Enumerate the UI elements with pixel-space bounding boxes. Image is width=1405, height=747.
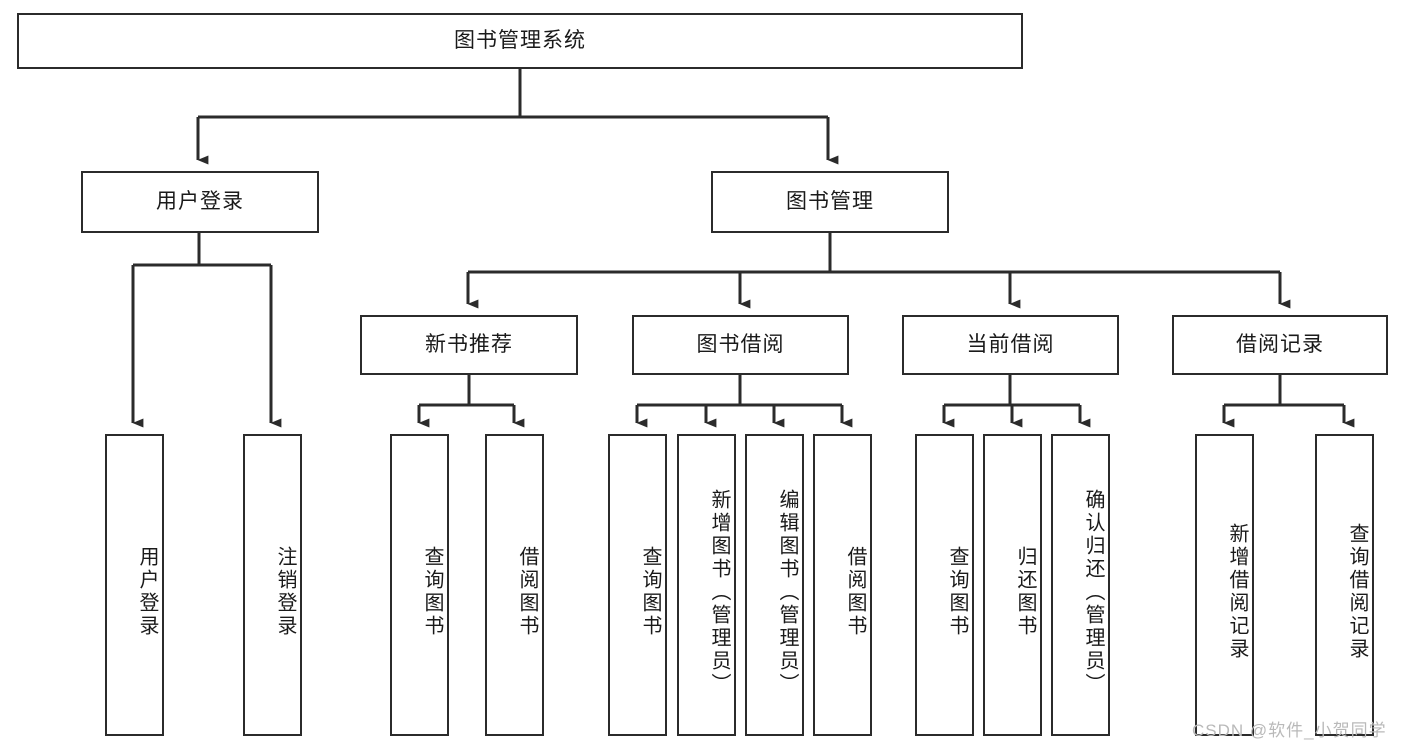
node-leaf-borrow-book-2-label: 借阅图书: [844, 546, 866, 638]
node-leaf-edit-book-admin-label: 编辑图书（管理员）: [776, 488, 798, 696]
node-book-manage-label: 图书管理: [786, 190, 874, 214]
node-leaf-logout-login-label: 注销登录: [274, 546, 296, 638]
node-new-book-recommend[interactable]: 新书推荐: [360, 315, 578, 375]
node-leaf-return-book-label: 归还图书: [1014, 546, 1036, 638]
node-user-login-label: 用户登录: [156, 190, 244, 214]
node-current-borrow[interactable]: 当前借阅: [902, 315, 1119, 375]
node-leaf-add-book-admin-label: 新增图书（管理员）: [708, 488, 730, 696]
node-root-label: 图书管理系统: [454, 29, 586, 53]
node-leaf-query-book-1-label: 查询图书: [421, 546, 443, 638]
node-leaf-user-login[interactable]: 用户登录: [105, 434, 164, 736]
node-leaf-query-borrow-record-label: 查询借阅记录: [1346, 523, 1368, 661]
node-leaf-query-book-3[interactable]: 查询图书: [915, 434, 974, 736]
node-current-borrow-label: 当前借阅: [966, 333, 1055, 357]
node-leaf-add-book-admin[interactable]: 新增图书（管理员）: [677, 434, 736, 736]
node-leaf-query-borrow-record[interactable]: 查询借阅记录: [1315, 434, 1374, 736]
node-user-login[interactable]: 用户登录: [81, 171, 319, 233]
node-leaf-query-book-2[interactable]: 查询图书: [608, 434, 667, 736]
node-leaf-add-borrow-record-label: 新增借阅记录: [1226, 523, 1248, 661]
node-book-borrow[interactable]: 图书借阅: [632, 315, 849, 375]
node-leaf-logout-login[interactable]: 注销登录: [243, 434, 302, 736]
node-leaf-query-book-3-label: 查询图书: [946, 546, 968, 638]
node-leaf-borrow-book-2[interactable]: 借阅图书: [813, 434, 872, 736]
node-leaf-query-book-2-label: 查询图书: [639, 546, 661, 638]
node-leaf-confirm-return-admin[interactable]: 确认归还（管理员）: [1051, 434, 1110, 736]
node-borrow-record[interactable]: 借阅记录: [1172, 315, 1388, 375]
node-leaf-borrow-book-1[interactable]: 借阅图书: [485, 434, 544, 736]
node-leaf-confirm-return-admin-label: 确认归还（管理员）: [1082, 488, 1104, 696]
node-new-book-recommend-label: 新书推荐: [425, 333, 513, 357]
node-leaf-return-book[interactable]: 归还图书: [983, 434, 1042, 736]
node-leaf-user-login-label: 用户登录: [136, 546, 158, 638]
node-borrow-record-label: 借阅记录: [1236, 333, 1324, 357]
node-book-manage[interactable]: 图书管理: [711, 171, 949, 233]
node-root[interactable]: 图书管理系统: [17, 13, 1023, 69]
node-book-borrow-label: 图书借阅: [696, 333, 785, 357]
node-leaf-borrow-book-1-label: 借阅图书: [516, 546, 538, 638]
watermark: CSDN @软件_小贺同学: [1192, 721, 1387, 740]
node-leaf-add-borrow-record[interactable]: 新增借阅记录: [1195, 434, 1254, 736]
node-leaf-query-book-1[interactable]: 查询图书: [390, 434, 449, 736]
node-leaf-edit-book-admin[interactable]: 编辑图书（管理员）: [745, 434, 804, 736]
